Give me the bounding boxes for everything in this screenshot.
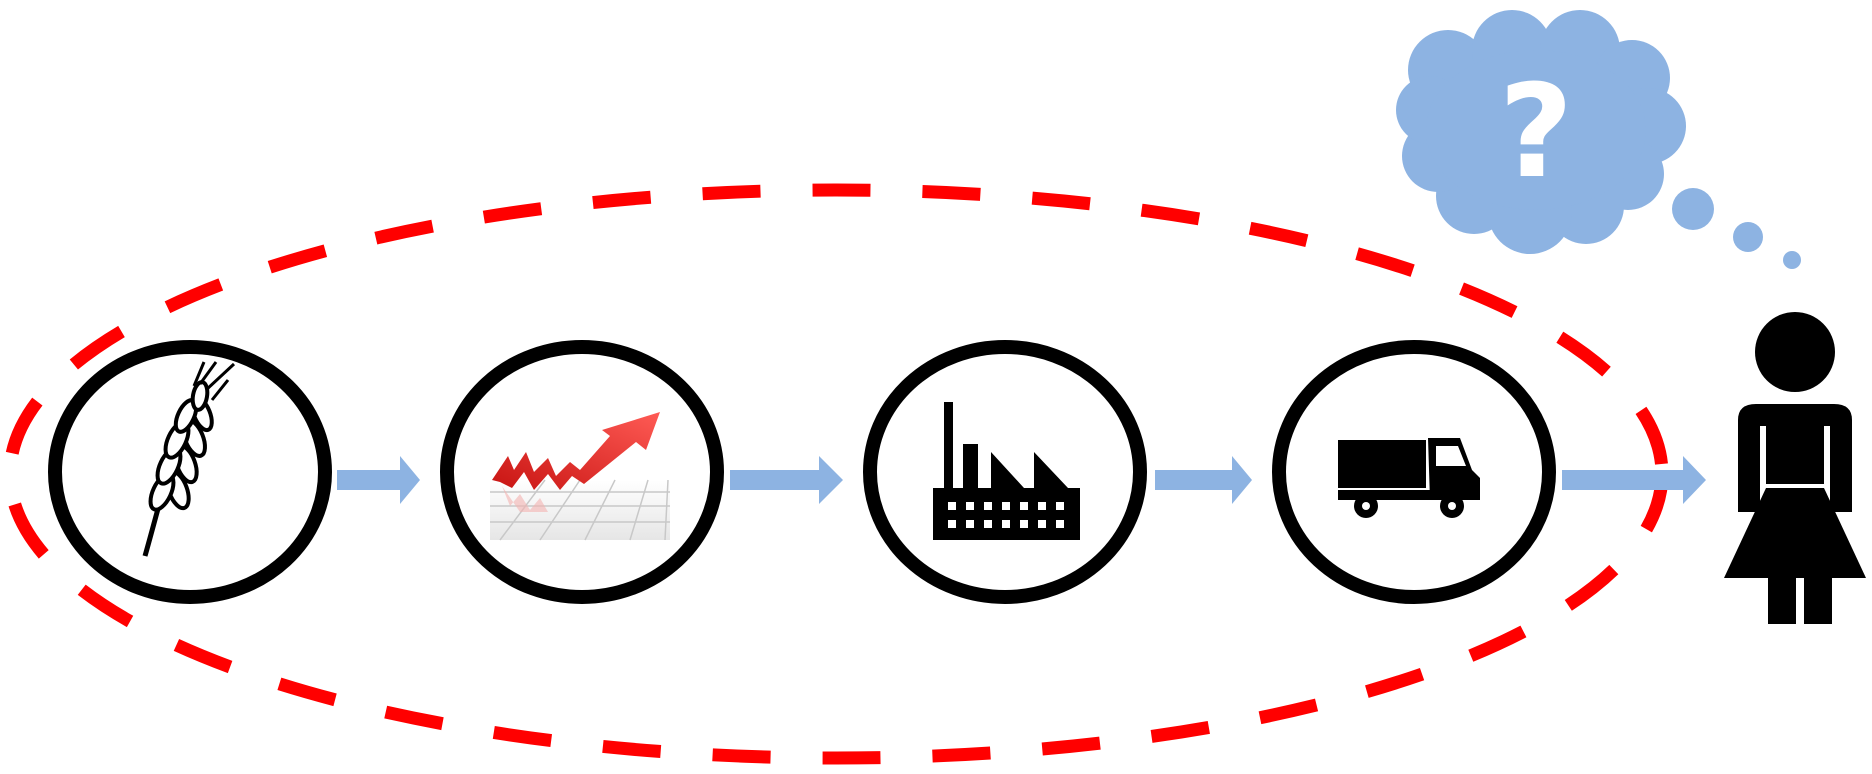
thought-bubble-dot-large: [1672, 188, 1714, 230]
question-mark: ?: [1499, 58, 1573, 207]
flow-arrow-3: [1155, 456, 1252, 504]
flow-arrow-1: [337, 456, 420, 504]
woman-icon: [1724, 312, 1866, 624]
flow-arrow-2: [730, 456, 843, 504]
rising-chart-icon: [490, 412, 670, 541]
thought-bubble-dot-medium: [1733, 222, 1763, 252]
wheat-icon: [142, 361, 236, 557]
thought-cloud-icon: [1396, 10, 1801, 269]
flow-arrow-4: [1562, 456, 1706, 504]
truck-icon: [1338, 438, 1480, 518]
factory-icon: [933, 402, 1080, 540]
thought-bubble-dot-small: [1783, 251, 1801, 269]
